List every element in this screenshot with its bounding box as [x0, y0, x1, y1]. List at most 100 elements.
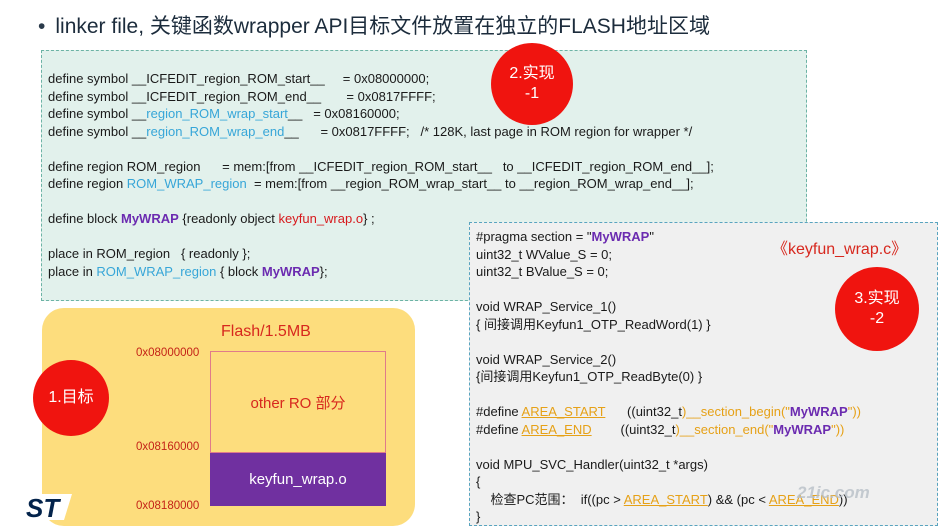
source-code-line: uint32_t WValue_S = 0; [476, 246, 861, 264]
source-filename: 《keyfun_wrap.c》 [772, 241, 908, 258]
source-code-line [476, 281, 861, 299]
linker-code-line: define symbol __region_ROM_wrap_end__ = … [48, 123, 714, 141]
source-code-token: void WRAP_Service_2() [476, 351, 617, 367]
source-code-line: #define AREA_START ((uint32_t)__section_… [476, 403, 861, 421]
step-1-label: 1.目标 [48, 389, 94, 406]
linker-code-token: __ = 0x0817FFFF; /* 128K, last page in R… [284, 123, 693, 139]
source-code-line [476, 386, 861, 404]
source-code-token: { 间接调用Keyfun1_OTP_ReadWord(1) } [476, 316, 711, 332]
source-code-token [476, 387, 480, 402]
step-3-badge: 3.实现 -2 [835, 267, 919, 351]
source-code-token: void MPU_SVC_Handler(uint32_t *args) [476, 456, 708, 472]
source-code-line: uint32_t BValue_S = 0; [476, 263, 861, 281]
linker-code-token: define symbol __ICFEDIT_region_ROM_end__… [48, 88, 436, 104]
step-1-badge: 1.目标 [33, 360, 109, 436]
other-ro-region: other RO 部分 [210, 351, 386, 453]
source-code-token: AREA_END [521, 421, 592, 437]
other-ro-label: other RO 部分 [250, 394, 346, 412]
linker-code-token: MyWRAP [261, 263, 320, 279]
linker-code-token: define symbol __ [48, 106, 147, 121]
source-code-line [476, 438, 861, 456]
linker-code-token: region_ROM_wrap_end [146, 123, 285, 139]
source-code-line: void WRAP_Service_1() [476, 298, 861, 316]
linker-code-line: place in ROM_region { readonly }; [48, 245, 714, 263]
source-code-token: )__section_begin(" [681, 404, 790, 419]
linker-code-token: define region [48, 176, 127, 191]
source-code-line: {间接调用Keyfun1_OTP_ReadByte(0) } [476, 368, 861, 386]
source-code-token: ) && (pc < [707, 491, 769, 507]
source-code-line: 检查PC范围： if((pc > AREA_START) && (pc < AR… [476, 491, 861, 509]
source-code-token: MyWRAP [773, 421, 832, 437]
linker-code-token: place in [48, 263, 97, 279]
source-code: #pragma section = "MyWRAP"uint32_t WValu… [476, 228, 861, 526]
linker-code-token: ROM_WRAP_region [96, 263, 217, 279]
address-mid: 0x08160000 [136, 441, 200, 453]
source-code-token [476, 334, 480, 349]
source-code-token: uint32_t BValue_S = 0; [476, 264, 609, 279]
source-code-token: void WRAP_Service_1() [476, 299, 617, 314]
svg-text:ST: ST [26, 493, 61, 523]
source-code-token: #define [476, 404, 522, 419]
linker-code-token: = mem:[from __region_ROM_wrap_start__ to… [246, 176, 694, 191]
linker-code-line: define symbol __region_ROM_wrap_start__ … [48, 105, 714, 123]
source-code-token: MyWRAP [591, 229, 650, 244]
step-2-label: 2.实现 [509, 65, 555, 82]
linker-code-line: define region ROM_WRAP_region = mem:[fro… [48, 175, 714, 193]
source-code-token: ((uint32_t [605, 404, 682, 419]
flash-title: Flash/1.5MB [221, 323, 311, 340]
source-code-token: )__section_end(" [675, 421, 774, 437]
step-3-label: 3.实现 [854, 290, 900, 307]
linker-code-line: define symbol __ICFEDIT_region_ROM_end__… [48, 88, 714, 106]
slide-title-text: linker file, 关键函数wrapper API目标文件放置在独立的FL… [55, 15, 710, 38]
keyfun-wrap-region: keyfun_wrap.o [210, 453, 386, 506]
linker-code-token: region_ROM_wrap_start [146, 106, 288, 121]
linker-code-token: ROM_WRAP_region [126, 176, 247, 191]
source-code-token: )) [838, 491, 848, 507]
source-code-line: #define AREA_END ((uint32_t)__section_en… [476, 421, 861, 439]
linker-code-token: define symbol __ICFEDIT_region_ROM_start… [48, 71, 430, 86]
source-code-line: #pragma section = "MyWRAP" [476, 228, 861, 246]
source-code-token: ")) [831, 421, 845, 437]
linker-code-token: }; [319, 263, 328, 279]
source-code-token: } [476, 509, 481, 524]
source-code-line [476, 333, 861, 351]
source-code-token: AREA_END [768, 491, 839, 507]
linker-code-token: place in ROM_region { readonly }; [48, 246, 251, 261]
source-code-token: ((uint32_t [591, 421, 676, 437]
linker-code-token [48, 141, 52, 156]
address-start: 0x08000000 [136, 347, 200, 359]
source-code-line: void WRAP_Service_2() [476, 351, 861, 369]
linker-code-token: define block [48, 211, 121, 226]
step-3-sub: -2 [869, 310, 885, 327]
linker-code-token: } ; [363, 211, 375, 226]
step-2-badge: 2.实现 -1 [491, 43, 573, 125]
linker-code-token: keyfun_wrap.o [278, 211, 364, 226]
linker-code-token: define symbol __ [48, 123, 147, 139]
linker-code: define symbol __ICFEDIT_region_ROM_start… [48, 70, 714, 280]
linker-code-token [48, 229, 52, 244]
source-code-token: AREA_START [521, 404, 606, 419]
linker-code-line [48, 193, 714, 211]
keyfun-wrap-label: keyfun_wrap.o [249, 471, 347, 488]
linker-code-token: define region ROM_region = mem:[from __I… [48, 158, 714, 174]
watermark: 21ic.com [797, 483, 870, 502]
source-code-token: uint32_t WValue_S = 0; [476, 246, 612, 262]
source-code-token: {间接调用Keyfun1_OTP_ReadByte(0) } [476, 369, 703, 384]
source-code-line: } [476, 508, 861, 526]
source-code-token: { [476, 474, 481, 489]
source-code-token: 检查PC范围： if((pc > [476, 491, 624, 507]
linker-code-token: {readonly object [178, 211, 279, 226]
linker-code-line: define symbol __ICFEDIT_region_ROM_start… [48, 70, 714, 88]
source-code-token: AREA_START [623, 491, 708, 507]
source-code-token: ")) [847, 404, 861, 419]
source-code-token: #pragma section = " [476, 229, 592, 244]
linker-code-token [48, 194, 52, 209]
source-code-line: void MPU_SVC_Handler(uint32_t *args) [476, 456, 861, 474]
bullet-icon: • [38, 15, 46, 38]
source-code-token: " [649, 229, 654, 244]
source-code-token: MyWRAP [789, 404, 848, 419]
linker-code-line: define block MyWRAP {readonly object key… [48, 210, 714, 228]
step-2-sub: -1 [524, 85, 540, 102]
linker-code-line: define region ROM_region = mem:[from __I… [48, 158, 714, 176]
source-code-line: { [476, 473, 861, 491]
